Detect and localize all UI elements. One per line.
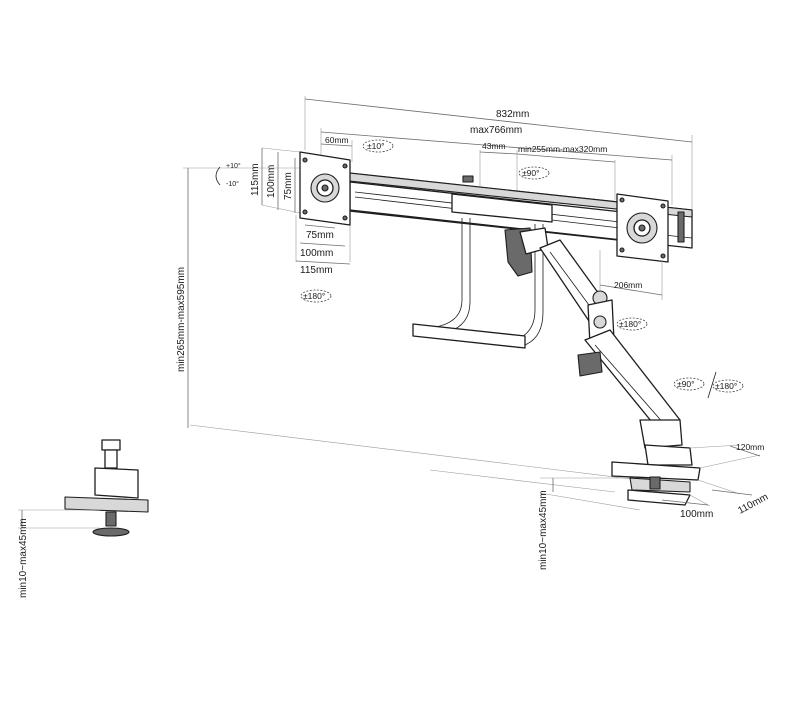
- upper-arm-dimension: [599, 250, 663, 300]
- label-overall-width: 832mm: [496, 109, 529, 120]
- label-tilt: ±10°: [367, 141, 385, 151]
- label-arm-range: min255mm-max320mm: [518, 144, 607, 154]
- rotation-icons: [215, 139, 744, 399]
- vesa-plate-right: [616, 193, 669, 263]
- label-tilt-up: +10°: [226, 162, 241, 170]
- label-swivel: ±90°: [677, 379, 695, 389]
- base-rotation-icon: [712, 379, 744, 393]
- vesa-dimensions: [261, 147, 351, 265]
- tilt-rotation-icon: [362, 139, 394, 153]
- label-vesa-h-100: 100mm: [266, 165, 277, 198]
- label-clamp-range-side: min10~max45mm: [18, 518, 29, 598]
- base-clamp: [611, 444, 701, 506]
- top-dimensions: [304, 96, 693, 210]
- arm: [504, 227, 683, 449]
- plate-rotation-icon: [300, 289, 332, 303]
- arm-rotation-icon: [616, 317, 648, 331]
- clamp-detail-left: [18, 439, 149, 537]
- label-swivel-base: ±180°: [715, 381, 737, 391]
- label-clamp-range: min10~max45mm: [538, 490, 549, 570]
- label-base-depth: 120mm: [736, 442, 764, 452]
- label-vesa-h-115: 115mm: [250, 163, 261, 196]
- label-offset-60: 60mm: [325, 135, 349, 145]
- label-base-width-110: 110mm: [736, 492, 770, 517]
- label-pan-top: ±90°: [522, 168, 540, 178]
- label-vesa-h-75: 75mm: [283, 172, 294, 200]
- table-reference-lines: [189, 424, 650, 511]
- label-offset-43: 43mm: [482, 141, 506, 151]
- label-upper-arm: 206mm: [614, 280, 642, 290]
- label-vesa-w-75: 75mm: [306, 230, 334, 241]
- height-dimension: [183, 167, 300, 428]
- vesa-plate-left: [299, 151, 351, 226]
- label-max-width: max766mm: [470, 125, 522, 136]
- label-tilt-down: -10°: [226, 180, 239, 188]
- label-height-range: min265mm-max595mm: [176, 267, 187, 372]
- label-rotate-arm: ±180°: [619, 319, 641, 329]
- handle: [412, 218, 544, 349]
- label-vesa-w-100: 100mm: [300, 248, 333, 259]
- tilt-arc-icon: [215, 166, 221, 186]
- base-dimensions: [552, 444, 761, 507]
- label-rotate-plate: ±180°: [303, 291, 325, 301]
- label-base-width-100: 100mm: [680, 509, 713, 520]
- label-vesa-w-115: 115mm: [300, 265, 333, 276]
- pan-rotation-icon: [518, 166, 550, 180]
- swivel-rotation-icon: [673, 377, 705, 391]
